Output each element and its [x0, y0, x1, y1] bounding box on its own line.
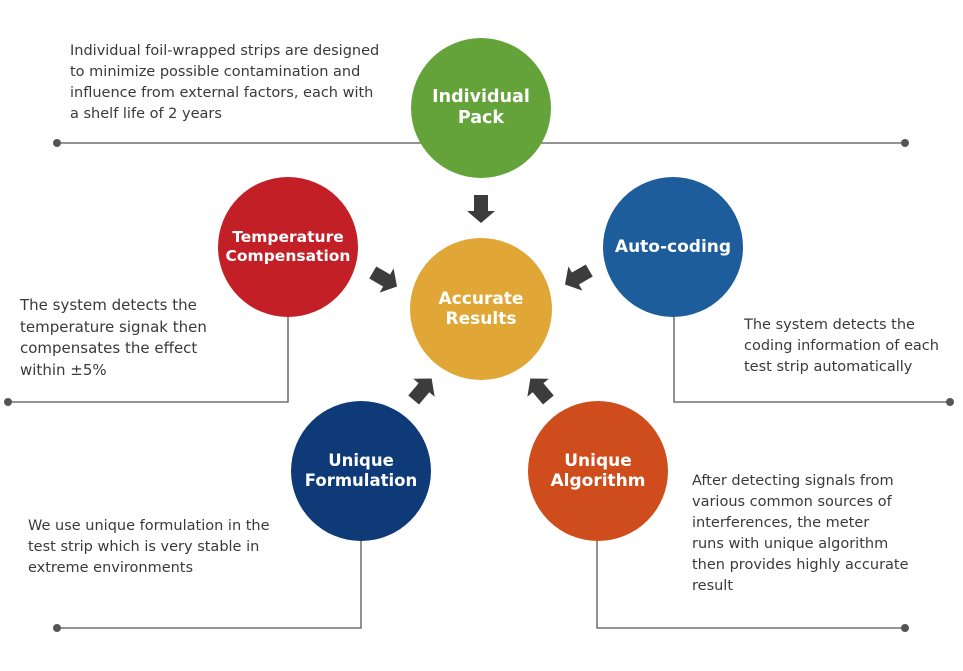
description-unique-formulation-line-1: We use unique formulation in the: [28, 518, 270, 534]
description-temperature-compensation-line-2: temperature signak then: [20, 317, 207, 336]
description-auto-coding: The system detects the coding informatio…: [744, 315, 939, 378]
description-temperature-compensation: The system detects the temperature signa…: [20, 295, 207, 381]
node-accurate-results-line-2: Results: [445, 309, 517, 329]
arrow-from-individual-pack: [467, 195, 495, 223]
description-auto-coding-line-2: coding information of each: [744, 338, 939, 354]
description-unique-algorithm: After detecting signals from various com…: [692, 471, 909, 597]
description-unique-formulation-line-2: test strip which is very stable in: [28, 539, 260, 555]
node-temperature-compensation-line-1: Temperature: [232, 228, 344, 247]
description-temperature-compensation-line-1: The system detects the: [20, 296, 197, 314]
connector-auto-coding: [673, 312, 954, 406]
node-unique-algorithm-line-1: Unique: [564, 450, 632, 471]
description-unique-algorithm-line-3: interferences, the meter: [692, 515, 870, 531]
description-temperature-compensation-line-3: compensates the effect: [20, 339, 198, 357]
node-temperature-compensation: Temperature Compensation: [218, 177, 358, 317]
arrow-from-auto-coding: [565, 264, 593, 291]
connector-temperature-compensation: [4, 312, 289, 406]
description-auto-coding-line-3: test strip automatically: [744, 359, 913, 375]
node-unique-formulation-line-2: Formulation: [304, 471, 418, 490]
description-individual-pack-line-1: Individual foil-wrapped strips are desig…: [70, 43, 380, 59]
node-accurate-results: Accurate Results: [410, 238, 552, 380]
node-unique-algorithm: Unique Algorithm: [528, 401, 668, 541]
description-unique-algorithm-line-1: After detecting signals from: [692, 473, 894, 489]
node-individual-pack-line-2: Pack: [457, 108, 505, 128]
description-unique-algorithm-line-2: various common sources of: [692, 494, 892, 510]
node-unique-formulation: Unique Formulation: [291, 401, 431, 541]
description-unique-algorithm-line-4: runs with unique algorithm: [692, 536, 889, 552]
description-unique-algorithm-line-5: then provides highly accurate: [692, 557, 909, 573]
arrow-from-unique-algorithm: [527, 378, 554, 405]
node-individual-pack: Individual Pack: [411, 38, 551, 178]
arrow-from-temperature-compensation: [369, 266, 397, 293]
connector-unique-formulation: [53, 535, 362, 632]
description-individual-pack: Individual foil-wrapped strips are desig…: [70, 41, 379, 125]
arrow-from-unique-formulation: [408, 378, 435, 405]
node-temperature-compensation-line-2: Compensation: [225, 247, 351, 265]
node-unique-algorithm-line-2: Algorithm: [550, 471, 646, 491]
description-unique-formulation-line-3: extreme environments: [28, 560, 194, 576]
node-auto-coding: Auto-coding: [603, 177, 743, 317]
node-accurate-results-line-1: Accurate: [438, 288, 524, 309]
description-individual-pack-line-2: to minimize possible contamination and: [70, 64, 361, 80]
description-individual-pack-line-4: a shelf life of 2 years: [70, 106, 222, 122]
connector-unique-algorithm: [596, 535, 909, 632]
node-individual-pack-line-1: Individual: [432, 87, 530, 107]
description-auto-coding-line-1: The system detects the: [744, 317, 915, 333]
description-unique-algorithm-line-6: result: [692, 578, 734, 594]
description-temperature-compensation-line-4: within ±5%: [20, 360, 107, 379]
node-unique-formulation-line-1: Unique: [328, 451, 394, 471]
description-unique-formulation: We use unique formulation in the test st…: [28, 516, 270, 579]
description-individual-pack-line-3: influence from external factors, each wi…: [70, 85, 374, 101]
node-auto-coding-line-1: Auto-coding: [614, 236, 732, 257]
